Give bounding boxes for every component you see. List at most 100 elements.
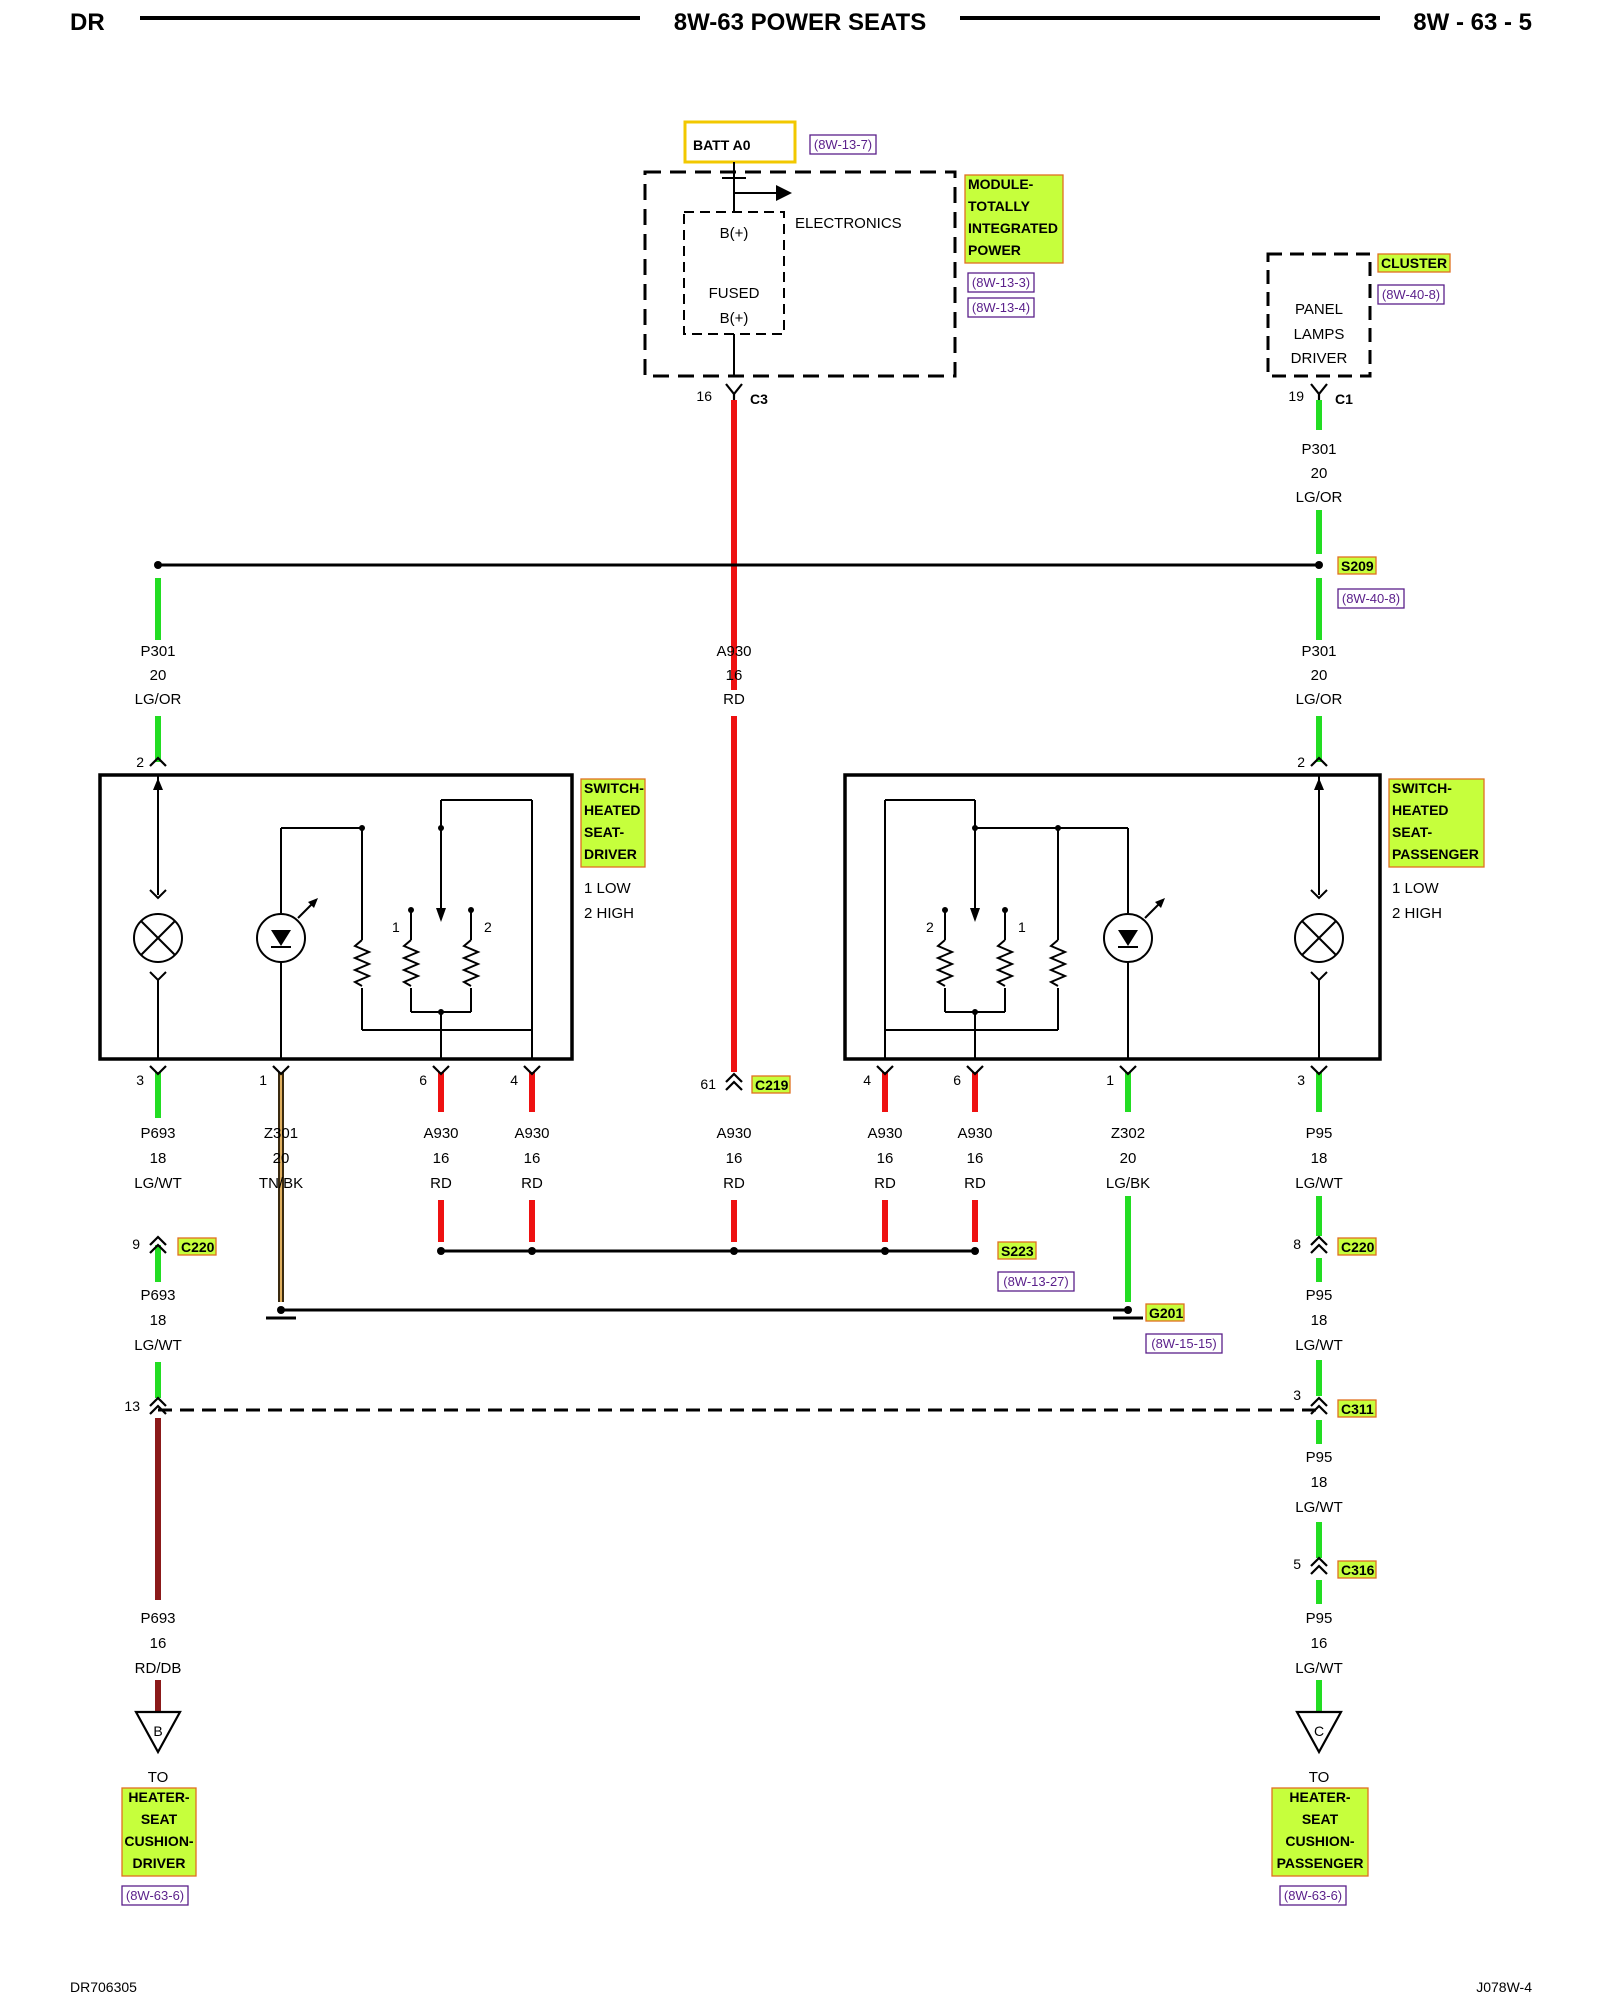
- switch-driver-name-1: SWITCH-: [584, 780, 644, 796]
- switch-passenger-name-3: SEAT-: [1392, 824, 1433, 840]
- tipm-arrow-icon: [776, 185, 792, 201]
- s209-label: S209: [1341, 558, 1374, 574]
- page-header: DR 8W-63 POWER SEATS 8W - 63 - 5: [70, 9, 1532, 36]
- pass-lamp-chevron-b: [1310, 971, 1328, 982]
- wire-labels: P301 20 LG/OR P301 20 LG/OR A930 16 RD P…: [134, 441, 1343, 1677]
- pass-contact-2: 2: [926, 919, 934, 935]
- dest-right-name-1: HEATER-: [1289, 1789, 1351, 1805]
- destination-right: C TO HEATER- SEAT CUSHION- PASSENGER (8W…: [1271, 1710, 1369, 1906]
- pass-pin-top: 2: [1297, 754, 1305, 770]
- wire-color: RD: [430, 1175, 452, 1192]
- g201-label: G201: [1149, 1305, 1183, 1321]
- c311-left-pin-icon: [149, 1396, 167, 1415]
- g201-ref-box: [1145, 1333, 1223, 1354]
- wire-gauge: 16: [726, 1150, 743, 1167]
- switch-driver-legend-1: 1 LOW: [584, 880, 632, 897]
- wire-color: RD: [723, 1175, 745, 1192]
- wire-color: LG/OR: [1296, 489, 1343, 506]
- dest-right-ref: (8W-63-6): [1284, 1888, 1342, 1903]
- s223-ref-box: [997, 1271, 1075, 1292]
- switch-driver-legend-2: 2 HIGH: [584, 905, 634, 922]
- splice-labels: S209 (8W-40-8) C219 61 S223 (8W-13-27) G…: [124, 556, 1405, 1579]
- switch-passenger-name-4: PASSENGER: [1392, 846, 1479, 862]
- pass-pin6: 6: [953, 1072, 961, 1088]
- resistor-icon: [352, 939, 372, 987]
- wire-circuit: P95: [1306, 1287, 1333, 1304]
- switch-passenger-label-box: [1388, 778, 1485, 868]
- connector-symbols: [149, 383, 1328, 1575]
- wire-color: LG/WT: [134, 1337, 182, 1354]
- node-dot: [359, 825, 365, 831]
- s223-dot: [528, 1247, 536, 1255]
- c220-right-pin: 8: [1293, 1236, 1301, 1252]
- c220-right-label: C220: [1341, 1239, 1375, 1255]
- arrow-down-icon: [970, 908, 980, 922]
- destination-left: B TO HEATER- SEAT CUSHION- DRIVER (8W-63…: [121, 1710, 197, 1906]
- wire-color: LG/WT: [1295, 1337, 1343, 1354]
- tipm-ref-2: (8W-13-4): [972, 300, 1030, 315]
- wire-color: RD/DB: [135, 1660, 182, 1677]
- switch-driver-name-3: SEAT-: [584, 824, 625, 840]
- tipm-name-3: INTEGRATED: [968, 220, 1058, 236]
- wire-gauge: 16: [524, 1150, 541, 1167]
- tipm-ref1-box: [967, 272, 1035, 293]
- lamp-icon: [133, 913, 183, 963]
- tipm-connector: C3: [750, 391, 768, 407]
- lamp-cross-b: [140, 920, 176, 956]
- switch-passenger-legend-2: 2 HIGH: [1392, 905, 1442, 922]
- c3-pin-icon: [725, 383, 743, 400]
- dest-right-name-4: PASSENGER: [1277, 1855, 1364, 1871]
- cluster-inner-3: DRIVER: [1291, 350, 1348, 367]
- dest-left-label-box: [121, 1787, 197, 1877]
- wire-gauge: 18: [150, 1312, 167, 1329]
- c316-pin-icon: [1310, 1556, 1328, 1575]
- dest-left-name-4: DRIVER: [133, 1855, 186, 1871]
- cluster-label-box: [1377, 253, 1451, 273]
- s209-label-box: [1337, 556, 1377, 575]
- driver-lamp-chevron: [149, 889, 167, 900]
- cluster-ref: (8W-40-8): [1382, 287, 1440, 302]
- cluster-inner-2: LAMPS: [1294, 326, 1345, 343]
- driver-pin1-icon: [272, 1065, 290, 1076]
- c316-label-box: [1337, 1560, 1377, 1579]
- c219-pin-icon: [725, 1072, 743, 1091]
- batt-label: BATT A0: [693, 137, 751, 153]
- cluster-ref-box: [1377, 284, 1445, 305]
- cluster-module: PANEL LAMPS DRIVER CLUSTER (8W-40-8) 19 …: [1266, 252, 1451, 407]
- driver-contact-2: 2: [484, 919, 492, 935]
- wire-circuit: P301: [1301, 441, 1336, 458]
- driver-pin4: 4: [510, 1072, 518, 1088]
- tipm-ref2-box: [967, 297, 1035, 318]
- dest-right-label-box: [1271, 1787, 1369, 1877]
- header-left: DR: [70, 9, 105, 36]
- footer-right: J078W-4: [1476, 1979, 1532, 1995]
- c1-pin-icon: [1310, 383, 1328, 400]
- wire-color: RD: [874, 1175, 896, 1192]
- wire-color: RD: [964, 1175, 986, 1192]
- page-title: 8W-63 POWER SEATS: [674, 9, 926, 36]
- tipm-fused: FUSED: [709, 285, 760, 302]
- node-dot: [438, 825, 444, 831]
- s223-dot: [730, 1247, 738, 1255]
- c311-right-pin: 3: [1293, 1387, 1301, 1403]
- wire-gauge: 18: [1311, 1150, 1328, 1167]
- c219-label: C219: [755, 1077, 789, 1093]
- dest-left-ref-box: [121, 1885, 189, 1906]
- dest-left-name-2: SEAT: [141, 1811, 178, 1827]
- switch-passenger-name-1: SWITCH-: [1392, 780, 1452, 796]
- led-arrow-icon: [1155, 898, 1165, 908]
- lamp-cross-b: [1301, 920, 1337, 956]
- switch-passenger-box: [843, 773, 1382, 1061]
- wire-gauge: 16: [726, 667, 743, 684]
- dest-right-ref-box: [1279, 1885, 1347, 1906]
- resistor-icon: [401, 939, 421, 987]
- wire-color: LG/WT: [1295, 1175, 1343, 1192]
- switch-passenger: 2: [843, 754, 1485, 1088]
- resistor-icon: [935, 939, 955, 987]
- arrow-up-icon: [1314, 778, 1324, 790]
- wire-gauge: 20: [1311, 465, 1328, 482]
- wire-circuit: A930: [514, 1125, 549, 1142]
- batt-ref-box: [809, 134, 877, 155]
- c311-label: C311: [1341, 1401, 1374, 1417]
- driver-contact-1: 1: [392, 919, 400, 935]
